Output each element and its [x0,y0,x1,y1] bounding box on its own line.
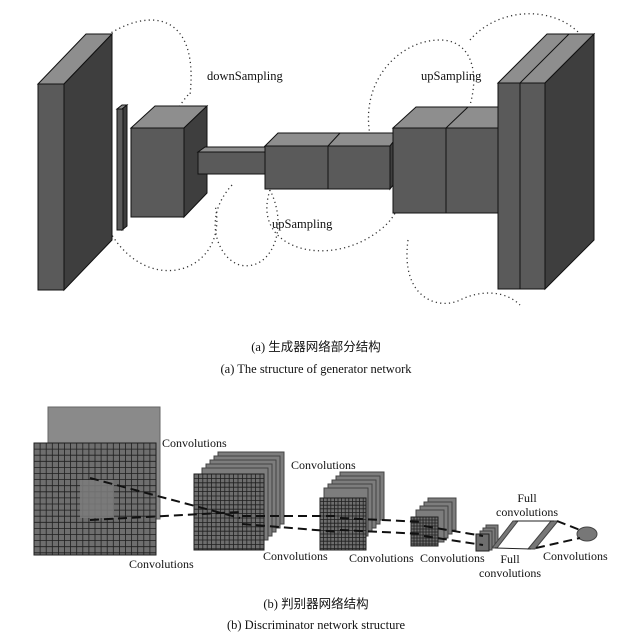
upsampling-bottom-label: upSampling [272,217,333,231]
dashed-connector [241,523,341,533]
discriminator-diagram: Convolutions Convolutions Convolutions C… [33,406,608,632]
disc-layer-2-grid-lines [194,474,264,550]
generator-cube-block-2 [263,131,402,191]
output-node [576,526,598,542]
full-conv-top-line-2: convolutions [496,505,558,519]
disc-layer-1-receptive-field [80,480,114,518]
disc-layer-3-grid-lines [320,498,366,550]
full-conv-bottom-line-1: Full [500,552,520,566]
upsampling-top-label: upSampling [421,69,482,83]
disc-conv-label-7: Convolutions [543,549,608,563]
block-top [263,132,402,147]
dotted-arc-up-bottom [406,239,521,306]
disc-conv-label-3: Convolutions [129,557,194,571]
block-top-divider [445,106,469,129]
dashed-connector [89,511,241,521]
discriminator-caption-cn: (b) 判别器网络结构 [263,596,368,611]
block-top [196,146,274,153]
dotted-arc-center-bottom [214,184,279,267]
generator-caption-cn: (a) 生成器网络部分结构 [251,339,381,354]
discriminator-caption-en: (b) Discriminator network structure [227,618,406,632]
dashed-connector [339,517,425,523]
dotted-arc-up-right-top [469,13,586,41]
full-conv-top-line-1: Full [517,491,537,505]
downsampling-label: downSampling [207,69,283,83]
disc-layer-5-grid [475,533,490,552]
block-top-divider-1 [519,33,570,84]
dashed-connector [535,537,581,549]
generator-caption-en: (a) The structure of generator network [220,362,412,376]
generator-output-block [496,32,596,291]
generator-cube-block-3 [391,106,522,214]
disc-conv-label-2: Convolutions [291,458,356,472]
generator-bottleneck-block [196,146,274,175]
block-top-divider [327,132,341,147]
disc-dashed-connections [89,477,581,549]
generator-thin-block [115,103,129,232]
block-front [197,151,266,175]
dashed-connector [423,525,484,537]
full-conv-link-bottom [494,547,532,550]
dashed-connector [339,529,425,535]
disc-layer-3 [319,471,385,551]
block-front [116,108,124,231]
disc-full-convolution-layers [490,520,598,550]
dotted-arc-down-bottom [109,204,218,272]
disc-layer-2 [193,451,285,551]
disc-layer-1 [33,406,161,556]
dashed-connector [556,520,581,531]
block-front [37,83,65,291]
disc-layer-4-grid-lines [411,517,438,546]
disc-conv-label-5: Convolutions [349,551,414,565]
generator-diagram: downSampling upSampling upSampling (a) 生… [36,13,596,376]
disc-conv-label-4: Convolutions [263,549,328,563]
block-front [130,127,185,218]
disc-conv-label-1: Convolutions [162,436,227,450]
disc-conv-label-6: Convolutions [420,551,485,565]
full-conv-bottom-line-2: convolutions [479,566,541,580]
generator-cube-block-1 [129,104,209,219]
dashed-connector [423,535,484,546]
dashed-connector [89,477,241,519]
block-front [497,82,546,290]
generator-input-block [36,32,114,292]
